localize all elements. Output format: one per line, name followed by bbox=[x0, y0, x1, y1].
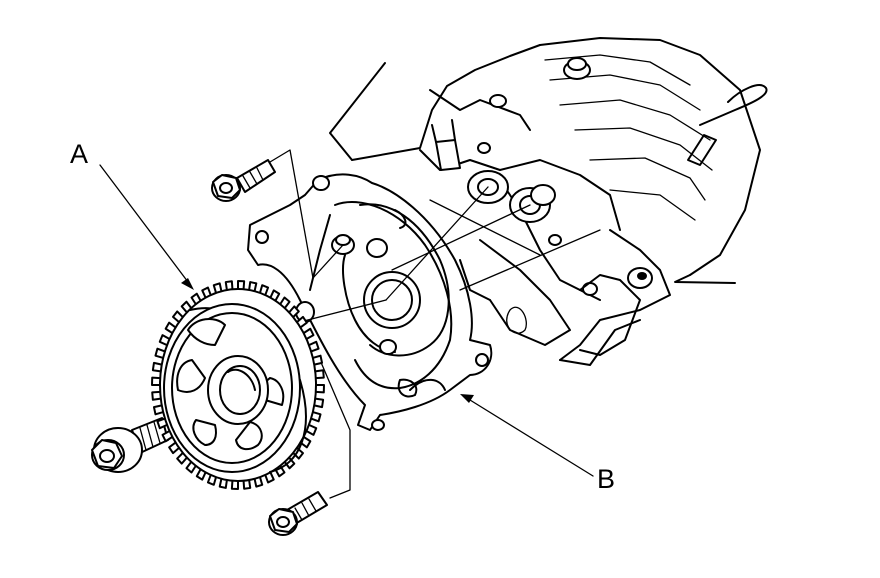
pulley-tooth bbox=[218, 478, 228, 489]
pulley-bolt bbox=[91, 417, 169, 473]
pulley-tooth bbox=[312, 354, 324, 366]
pulley-tooth bbox=[230, 480, 239, 490]
upper-bolt bbox=[211, 159, 276, 202]
leader-lines bbox=[99, 164, 594, 477]
callout-label-a: A bbox=[70, 139, 89, 169]
pulley-tooth bbox=[151, 390, 161, 401]
pulley-tooth bbox=[248, 281, 258, 292]
callout-label-b: B bbox=[597, 464, 616, 494]
pulley-tooth bbox=[253, 476, 264, 488]
pulley-tooth bbox=[242, 479, 252, 490]
pulley-tooth bbox=[315, 384, 325, 394]
lower-bolt bbox=[268, 491, 328, 536]
pulley-tooth bbox=[310, 411, 322, 423]
camshaft-pulley bbox=[151, 280, 325, 490]
pulley-tooth bbox=[151, 376, 161, 386]
pulley-tooth bbox=[314, 397, 325, 409]
pulley-tooth bbox=[152, 404, 164, 416]
pulley-tooth bbox=[237, 280, 246, 290]
pulley-tooth bbox=[151, 361, 162, 373]
pulley-tooth bbox=[224, 280, 234, 291]
back-cover-plate bbox=[247, 173, 493, 431]
pulley-tooth bbox=[315, 369, 325, 380]
pulley-tooth bbox=[154, 347, 166, 359]
pulley-tooth bbox=[212, 282, 223, 294]
